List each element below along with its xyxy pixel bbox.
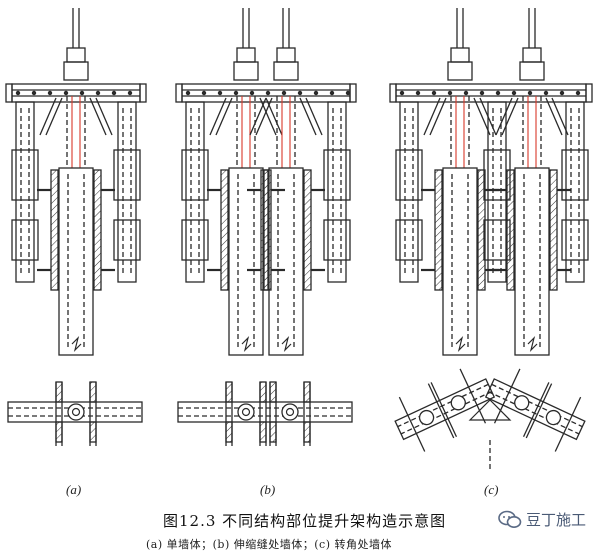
watermark-text: 豆丁施工 bbox=[525, 511, 586, 529]
panel-a-label: (a) bbox=[66, 482, 82, 497]
panel-c-label: (c) bbox=[484, 482, 499, 497]
figure-caption-title: 图12.3 不同结构部位提升架构造示意图 bbox=[163, 512, 447, 530]
panel-a-drawing bbox=[5, 8, 147, 446]
panel-b-label: (b) bbox=[260, 482, 276, 497]
watermark: 豆丁施工 bbox=[498, 509, 586, 530]
panel-b-drawing bbox=[175, 8, 357, 446]
figure-caption-subtitle: (a) 单墙体；(b) 伸缩缝处墙体；(c) 转角处墙体 bbox=[146, 538, 392, 551]
panel-c-drawing bbox=[389, 8, 593, 470]
wechat-icon bbox=[498, 510, 522, 528]
